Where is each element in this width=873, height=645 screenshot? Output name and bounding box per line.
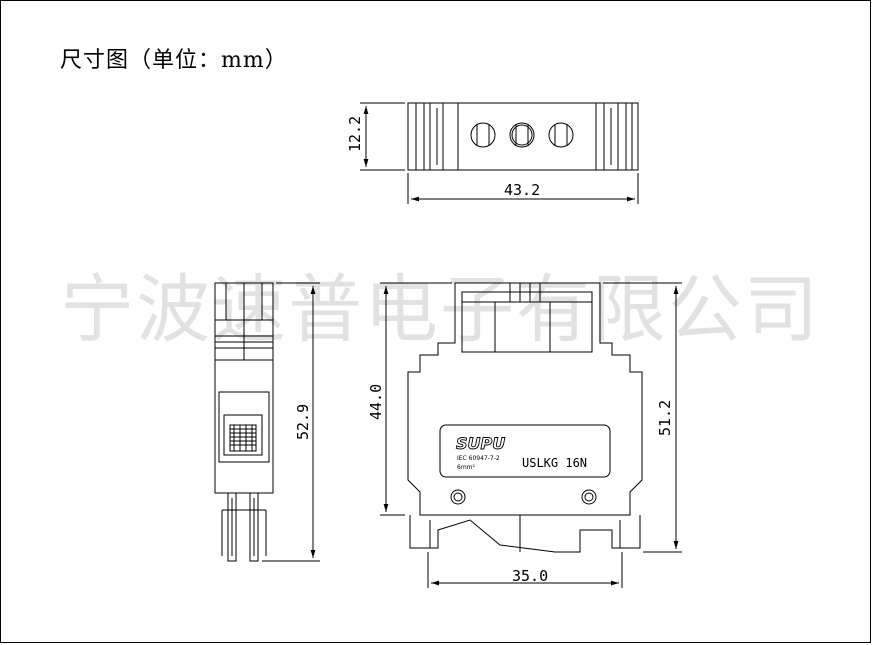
brand-logo-text: SUPU xyxy=(456,434,505,453)
dim-top-width: 43.2 xyxy=(504,181,540,199)
side-view xyxy=(214,282,320,562)
label-plate xyxy=(439,424,611,478)
dim-front-total-height: 51.2 xyxy=(656,400,674,436)
drawing-title: 尺寸图（单位：mm） xyxy=(60,48,288,73)
label-cross-section: 6mm² xyxy=(457,464,476,471)
front-view xyxy=(380,282,682,588)
screw-head xyxy=(548,122,574,148)
label-standard: IEC 60947-7-2 xyxy=(457,455,500,462)
clamp-spring xyxy=(229,424,257,452)
screw-head xyxy=(509,122,535,148)
top-view xyxy=(360,102,639,204)
dim-front-width: 35.0 xyxy=(512,567,548,585)
label-model: USLKG 16N xyxy=(522,456,587,470)
dim-side-height: 52.9 xyxy=(294,404,312,440)
dim-front-body-height: 44.0 xyxy=(367,384,385,420)
dim-top-height: 12.2 xyxy=(346,116,364,152)
screw-head xyxy=(470,122,496,148)
